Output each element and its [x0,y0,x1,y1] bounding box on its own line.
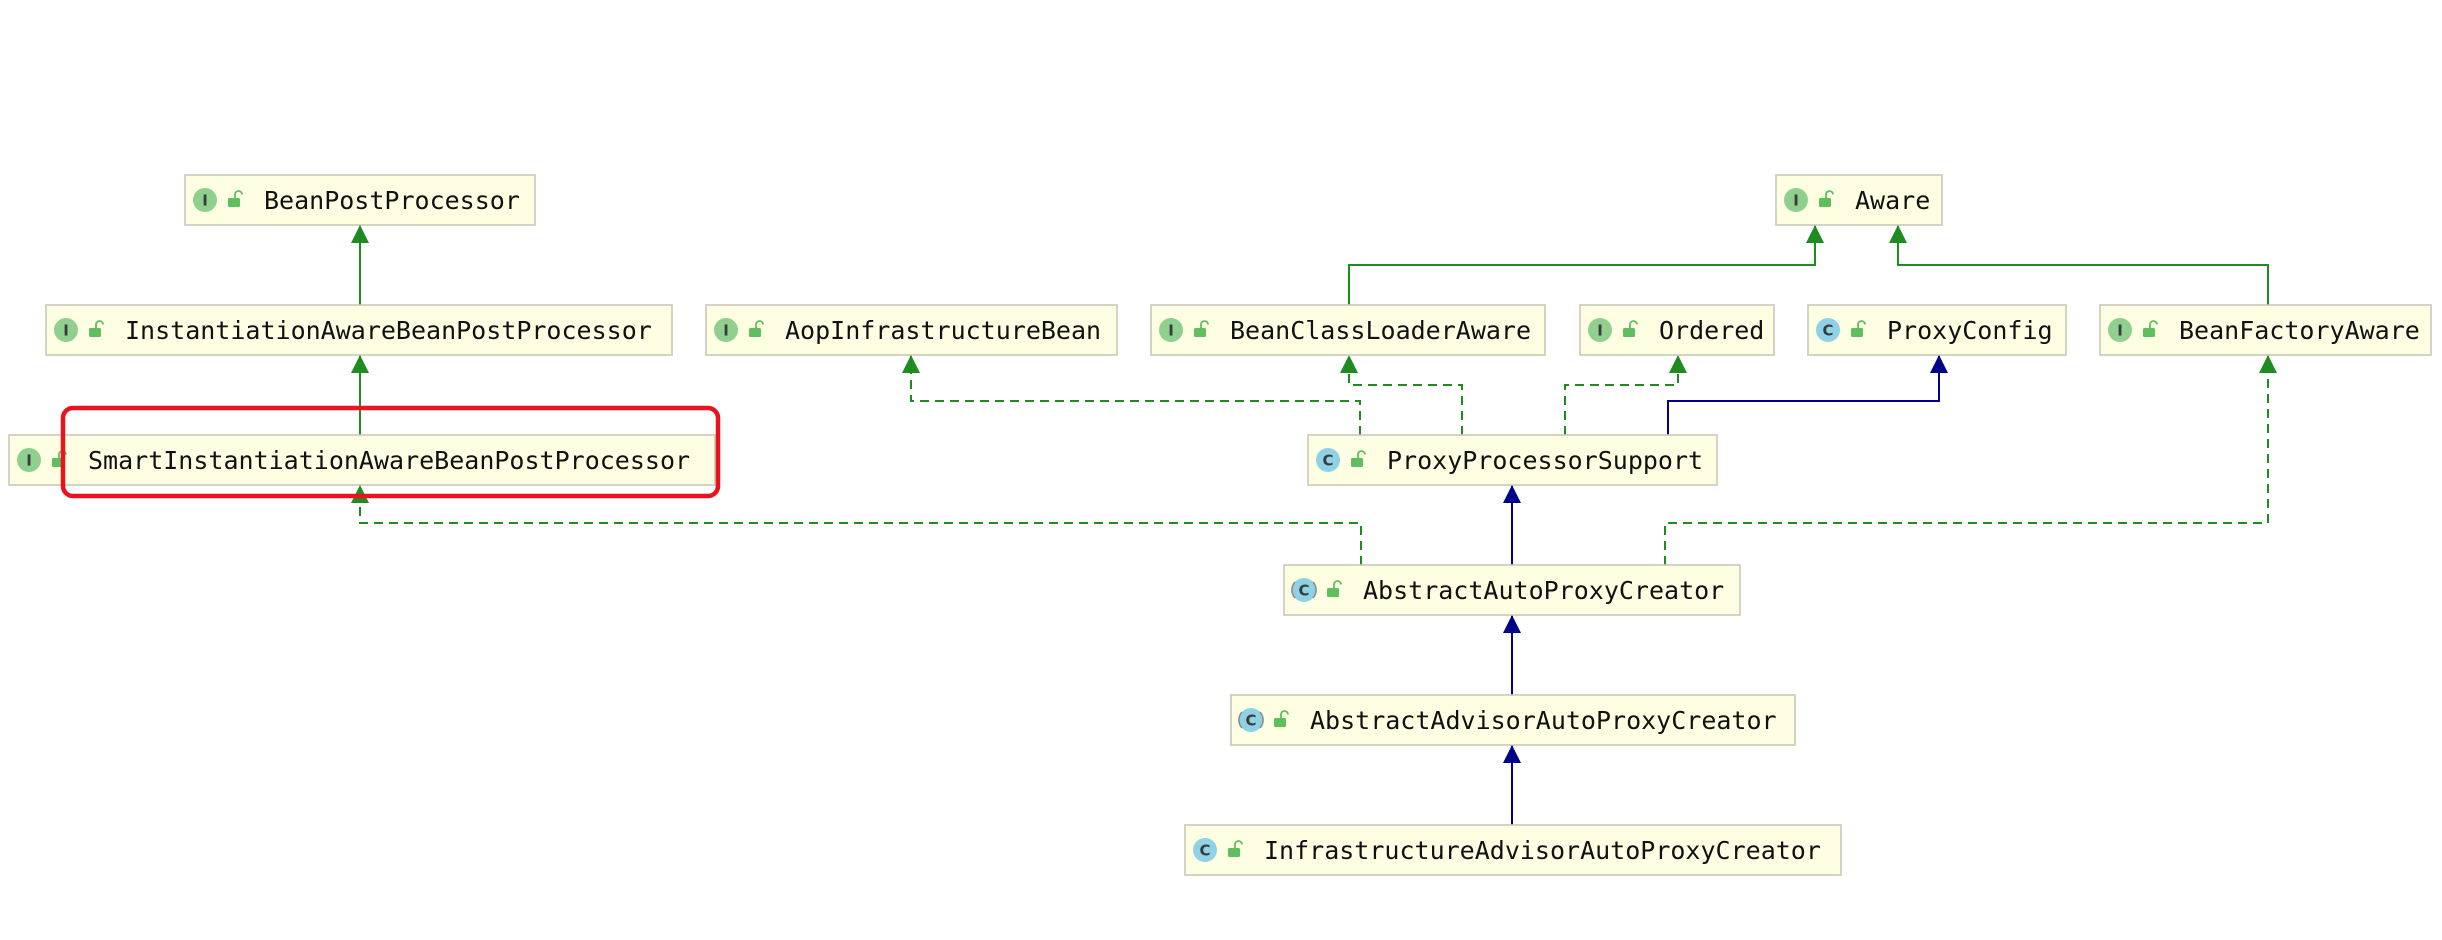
class-node-aware[interactable]: I Aware [1775,174,1943,226]
class-label: ProxyConfig [1887,316,2053,345]
overlay-layer [60,405,721,499]
svg-text:I: I [202,192,208,210]
unlock-icon [1351,450,1366,467]
class-label: BeanFactoryAware [2179,316,2420,345]
svg-text:C: C [1298,582,1309,600]
class-node-aop-infrastructure-bean[interactable]: I AopInfrastructureBean [705,304,1118,356]
class-node-box [45,304,673,356]
unlock-icon [1228,840,1243,857]
unlock-icon [1194,320,1209,337]
edge-proxy-processor-support-to-bean-class-loader-aware [1340,355,1463,435]
class-label: AbstractAutoProxyCreator [1363,576,1724,605]
class-node-abstract-advisor-auto-proxy-creator[interactable]: C AbstractAdvisorAutoProxyCreator [1230,694,1796,746]
class-label: BeanClassLoaderAware [1230,316,1531,345]
svg-text:C: C [1322,452,1333,470]
interface-icon: I [193,188,217,212]
class-node-ordered[interactable]: I Ordered [1579,304,1775,356]
class-label: Aware [1855,186,1930,215]
class-node-proxy-processor-support[interactable]: C ProxyProcessorSupport [1307,434,1718,486]
class-node-box [2099,304,2432,356]
class-node-box [705,304,1118,356]
interface-icon: I [1588,318,1612,342]
edge-proxy-processor-support-to-ordered [1564,355,1687,435]
class-label: AbstractAdvisorAutoProxyCreator [1310,706,1777,735]
interface-icon: I [54,318,78,342]
class-node-box [8,434,716,486]
edge-proxy-processor-support-to-aop-infrastructure-bean [902,355,1361,435]
class-label: Ordered [1659,316,1764,345]
class-node-proxy-config[interactable]: C ProxyConfig [1807,304,2067,356]
class-node-instantiation-aware-bean-post-processor[interactable]: I InstantiationAwareBeanPostProcessor [45,304,673,356]
class-node-abstract-auto-proxy-creator[interactable]: C AbstractAutoProxyCreator [1283,564,1741,616]
unlock-icon [89,320,104,337]
interface-icon: I [1784,188,1808,212]
unlock-icon [1274,710,1289,727]
edge-abstract-auto-proxy-creator-to-bean-factory-aware [1664,355,2277,565]
interface-icon: I [2108,318,2132,342]
svg-text:C: C [1199,842,1210,860]
svg-text:I: I [63,322,69,340]
class-icon: C [1816,318,1840,342]
interface-icon: I [17,448,41,472]
class-label: BeanPostProcessor [264,186,520,215]
svg-text:C: C [1245,712,1256,730]
class-icon: C [1316,448,1340,472]
edge-bean-class-loader-aware-to-aware [1348,225,1824,305]
interface-icon: I [1159,318,1183,342]
edges-layer [351,225,2277,825]
class-node-smart-instantiation-aware-bean-post-processor[interactable]: I SmartInstantiationAwareBeanPostProcesso… [8,434,716,486]
class-node-bean-factory-aware[interactable]: I BeanFactoryAware [2099,304,2432,356]
svg-text:I: I [1793,192,1799,210]
unlock-icon [1327,580,1342,597]
class-label: SmartInstantiationAwareBeanPostProcessor [88,446,690,475]
class-node-box [184,174,536,226]
interface-icon: I [714,318,738,342]
svg-text:I: I [723,322,729,340]
abstract-class-icon: C [1238,708,1264,732]
unlock-icon [749,320,764,337]
svg-text:I: I [26,452,32,470]
unlock-icon [2143,320,2158,337]
highlight-box [60,405,721,499]
class-icon: C [1193,838,1217,862]
class-node-box [1307,434,1718,486]
class-node-infrastructure-advisor-auto-proxy-creator[interactable]: C InfrastructureAdvisorAutoProxyCreator [1184,824,1842,876]
svg-text:C: C [1822,322,1833,340]
class-node-box [1230,694,1796,746]
svg-text:I: I [1168,322,1174,340]
edge-bean-factory-aware-to-aware [1889,225,2269,305]
class-node-bean-class-loader-aware[interactable]: I BeanClassLoaderAware [1150,304,1546,356]
unlock-icon [228,190,243,207]
class-label: InfrastructureAdvisorAutoProxyCreator [1264,836,1821,865]
svg-text:I: I [1597,322,1603,340]
unlock-icon [1623,320,1638,337]
class-node-box [1579,304,1775,356]
class-label: ProxyProcessorSupport [1387,446,1703,475]
class-label: InstantiationAwareBeanPostProcessor [125,316,652,345]
class-node-bean-post-processor[interactable]: I BeanPostProcessor [184,174,536,226]
unlock-icon [1819,190,1834,207]
class-label: AopInfrastructureBean [785,316,1101,345]
abstract-class-icon: C [1291,578,1317,602]
edge-abstract-auto-proxy-creator-to-smart-instantiation-aware-bean-post-processor [351,485,1362,565]
class-node-box [1150,304,1546,356]
edge-proxy-processor-support-to-proxy-config [1667,355,1948,435]
unlock-icon [1851,320,1866,337]
class-node-box [1283,564,1741,616]
svg-text:I: I [2117,322,2123,340]
class-node-box [1184,824,1842,876]
